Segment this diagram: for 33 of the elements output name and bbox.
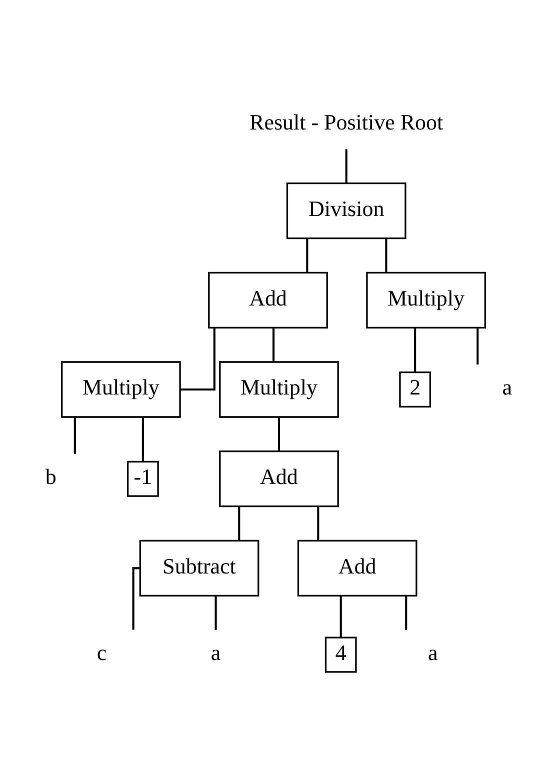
connector bbox=[345, 149, 348, 184]
connector bbox=[385, 238, 388, 272]
node-text: c bbox=[96, 640, 107, 665]
connector bbox=[142, 417, 144, 462]
connector bbox=[132, 567, 140, 630]
connector bbox=[306, 238, 308, 272]
connector bbox=[214, 596, 217, 630]
node-box: 4 bbox=[324, 636, 357, 673]
connector bbox=[476, 328, 479, 364]
connector bbox=[238, 506, 240, 540]
connector bbox=[317, 506, 320, 540]
connector bbox=[405, 596, 408, 630]
node-text: b bbox=[45, 464, 56, 490]
node-box: -1 bbox=[127, 460, 159, 497]
connector bbox=[74, 417, 76, 454]
node-box: Division bbox=[286, 182, 406, 240]
connector bbox=[272, 328, 275, 362]
node-box: Add bbox=[219, 450, 339, 508]
node-box: Multiply bbox=[219, 361, 339, 418]
node-text: a bbox=[428, 640, 438, 665]
node-box: 2 bbox=[399, 372, 431, 408]
connector bbox=[278, 417, 280, 451]
node-box: Multiply bbox=[366, 272, 486, 328]
node-text: a bbox=[210, 640, 221, 665]
node-box: Add bbox=[208, 272, 328, 328]
connector bbox=[340, 596, 342, 638]
connector bbox=[180, 328, 216, 391]
node-text: a bbox=[502, 374, 512, 400]
node-box: Subtract bbox=[139, 540, 260, 596]
node-box: Multiply bbox=[61, 361, 181, 418]
node-box: Add bbox=[297, 540, 418, 596]
connector bbox=[414, 328, 416, 372]
node-text: Result - Positive Root bbox=[250, 109, 444, 134]
